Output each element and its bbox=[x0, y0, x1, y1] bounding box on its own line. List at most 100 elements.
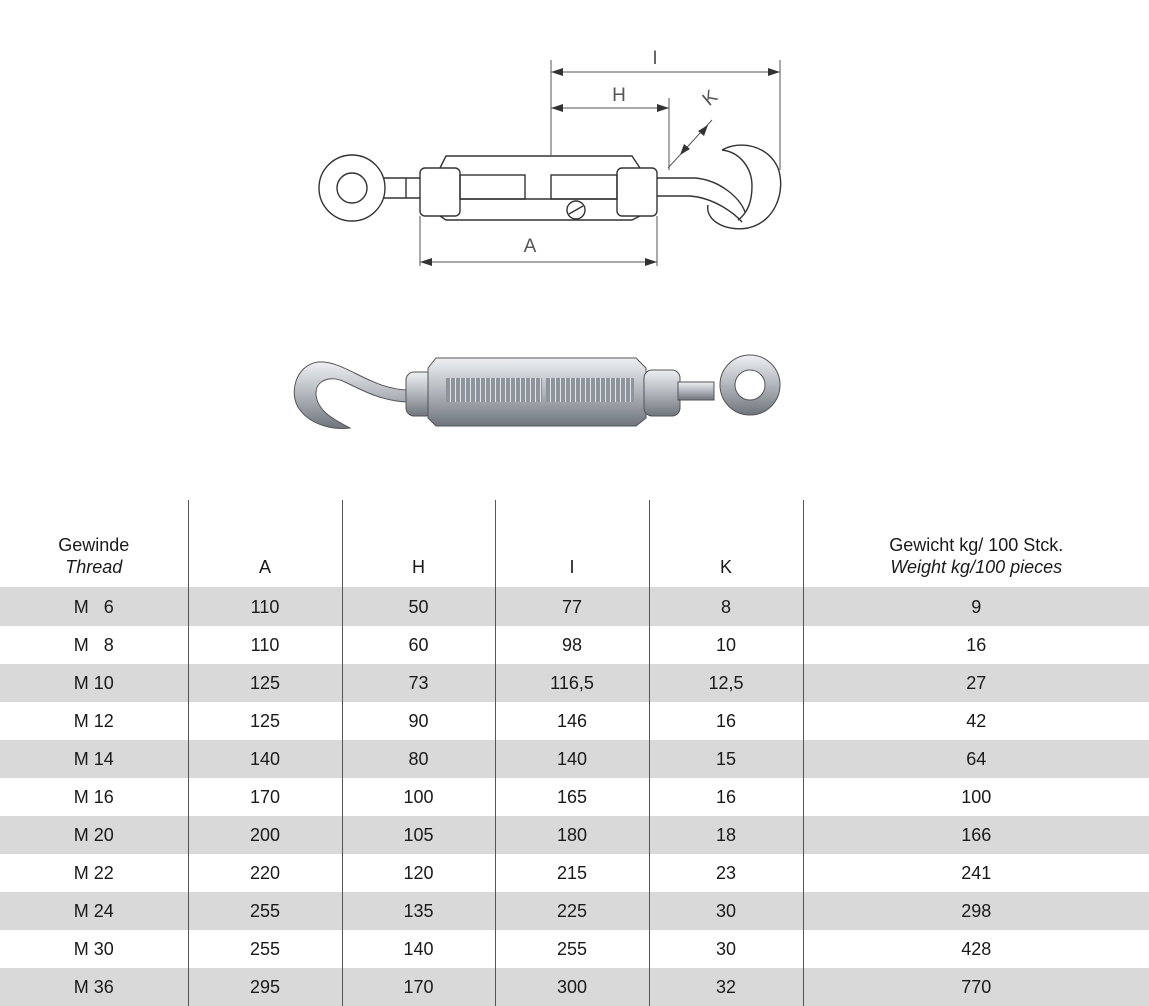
cell-K: 16 bbox=[648, 702, 803, 740]
cell-H: 100 bbox=[341, 778, 495, 816]
eye-outer bbox=[318, 154, 386, 222]
cell-A: 170 bbox=[187, 778, 342, 816]
cell-thread: M 8 bbox=[0, 626, 188, 664]
left-collar bbox=[419, 167, 461, 217]
cell-A: 200 bbox=[187, 816, 342, 854]
cell-A: 255 bbox=[187, 892, 342, 930]
left-thread bbox=[446, 378, 542, 402]
dim-label-I: I bbox=[652, 48, 657, 69]
right-thread bbox=[546, 378, 634, 402]
cell-thread: M 14 bbox=[0, 740, 188, 778]
cell-I: 98 bbox=[494, 626, 649, 664]
cell-weight: 42 bbox=[802, 702, 1149, 740]
header-K: K bbox=[648, 500, 803, 587]
spec-table: Gewinde Thread A H I K Gewicht kg/ 100 S… bbox=[0, 500, 1149, 1006]
cell-K: 23 bbox=[648, 854, 803, 892]
cell-H: 90 bbox=[341, 702, 495, 740]
cell-H: 140 bbox=[341, 930, 495, 968]
cell-weight: 166 bbox=[802, 816, 1149, 854]
cell-I: 180 bbox=[494, 816, 649, 854]
left-slot bbox=[459, 174, 526, 200]
cell-I: 255 bbox=[494, 930, 649, 968]
cell-A: 220 bbox=[187, 854, 342, 892]
cell-A: 110 bbox=[187, 587, 342, 626]
cell-H: 80 bbox=[341, 740, 495, 778]
cell-thread: M 20 bbox=[0, 816, 188, 854]
cell-weight: 16 bbox=[802, 626, 1149, 664]
cell-I: 146 bbox=[494, 702, 649, 740]
dim-label-K: K bbox=[699, 86, 722, 110]
cell-K: 30 bbox=[648, 892, 803, 930]
cell-I: 300 bbox=[494, 968, 649, 1006]
cell-A: 295 bbox=[187, 968, 342, 1006]
cell-K: 32 bbox=[648, 968, 803, 1006]
cell-weight: 428 bbox=[802, 930, 1149, 968]
turnbuckle-product-photo bbox=[293, 354, 781, 429]
cell-K: 18 bbox=[648, 816, 803, 854]
cell-weight: 241 bbox=[802, 854, 1149, 892]
cell-H: 105 bbox=[341, 816, 495, 854]
dim-label-A: A bbox=[524, 236, 537, 257]
cell-A: 125 bbox=[187, 702, 342, 740]
cell-weight: 100 bbox=[802, 778, 1149, 816]
cell-weight: 27 bbox=[802, 664, 1149, 702]
cell-I: 116,5 bbox=[494, 664, 649, 702]
cell-thread: M 6 bbox=[0, 587, 188, 626]
cell-weight: 298 bbox=[802, 892, 1149, 930]
cell-H: 120 bbox=[341, 854, 495, 892]
cell-A: 110 bbox=[187, 626, 342, 664]
eye-inner bbox=[336, 172, 368, 204]
cell-thread: M 16 bbox=[0, 778, 188, 816]
cell-K: 30 bbox=[648, 930, 803, 968]
hook-outline bbox=[707, 144, 782, 230]
cell-K: 15 bbox=[648, 740, 803, 778]
cell-thread: M 36 bbox=[0, 968, 188, 1006]
header-H: H bbox=[341, 500, 495, 587]
cell-I: 165 bbox=[494, 778, 649, 816]
cell-H: 73 bbox=[341, 664, 495, 702]
cell-thread: M 24 bbox=[0, 892, 188, 930]
cell-K: 8 bbox=[648, 587, 803, 626]
header-weight: Gewicht kg/ 100 Stck. Weight kg/100 piec… bbox=[802, 500, 1149, 587]
cell-weight: 770 bbox=[802, 968, 1149, 1006]
right-slot bbox=[550, 174, 618, 200]
cell-weight: 64 bbox=[802, 740, 1149, 778]
hook-icon bbox=[293, 361, 411, 429]
cell-thread: M 30 bbox=[0, 930, 188, 968]
turnbuckle-dimension-drawing: I H A K bbox=[318, 48, 782, 266]
dim-label-H: H bbox=[612, 85, 626, 106]
cell-K: 12,5 bbox=[648, 664, 803, 702]
cell-H: 135 bbox=[341, 892, 495, 930]
cell-H: 50 bbox=[341, 587, 495, 626]
table-header-row: Gewinde Thread A H I K Gewicht kg/ 100 S… bbox=[0, 500, 1149, 587]
cell-thread: M 10 bbox=[0, 664, 188, 702]
cell-A: 125 bbox=[187, 664, 342, 702]
cell-I: 225 bbox=[494, 892, 649, 930]
cell-A: 255 bbox=[187, 930, 342, 968]
cell-I: 140 bbox=[494, 740, 649, 778]
screw-icon bbox=[566, 200, 586, 220]
cell-weight: 9 bbox=[802, 587, 1149, 626]
cell-H: 60 bbox=[341, 626, 495, 664]
cell-I: 77 bbox=[494, 587, 649, 626]
cell-thread: M 12 bbox=[0, 702, 188, 740]
cell-K: 10 bbox=[648, 626, 803, 664]
header-A: A bbox=[187, 500, 342, 587]
right-collar bbox=[616, 167, 658, 217]
cell-H: 170 bbox=[341, 968, 495, 1006]
cell-thread: M 22 bbox=[0, 854, 188, 892]
header-thread: Gewinde Thread bbox=[58, 535, 130, 577]
header-I: I bbox=[494, 500, 649, 587]
cell-I: 215 bbox=[494, 854, 649, 892]
